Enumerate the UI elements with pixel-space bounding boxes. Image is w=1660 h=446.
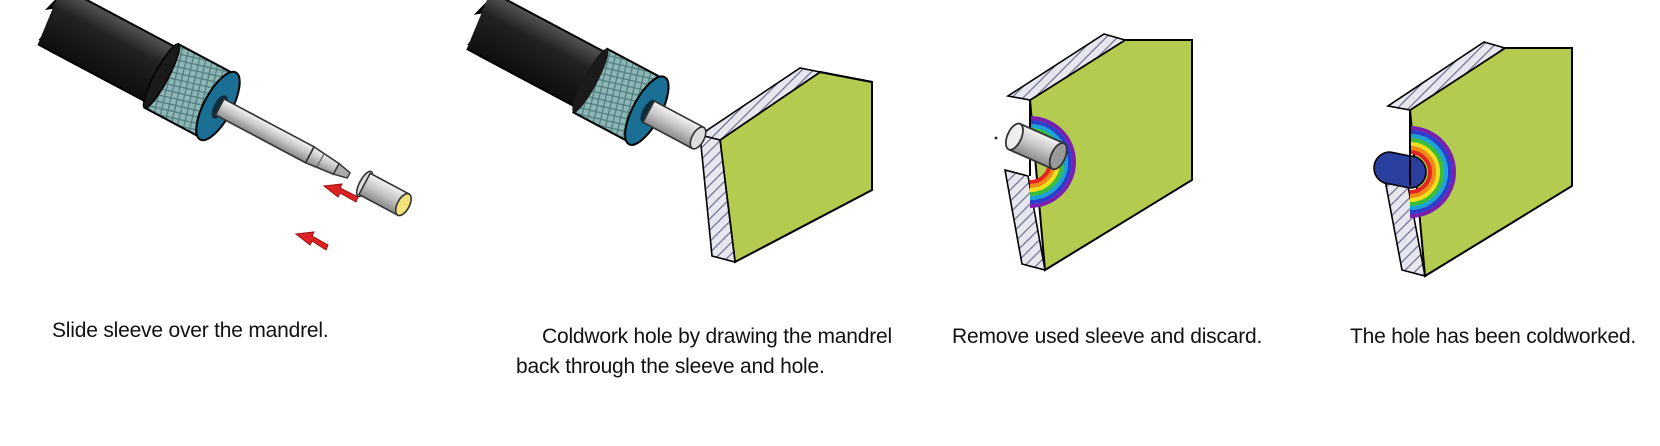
step3-illustration — [994, 33, 1193, 272]
step4-illustration — [1373, 41, 1573, 278]
arrow-icon — [294, 183, 359, 251]
step3-panel: Remove used sleeve and discard. — [952, 33, 1263, 348]
coldworked-bore-icon — [1373, 151, 1427, 189]
step4-caption: The hole has been coldworked. — [1350, 325, 1637, 348]
step2-caption: Coldwork hole by drawing the mandrel bac… — [516, 325, 892, 378]
step1-illustration — [35, 0, 412, 251]
sleeve-icon — [355, 170, 412, 217]
step2-panel: Coldwork hole by drawing the mandrel bac… — [464, 0, 892, 378]
step3-caption: Remove used sleeve and discard. — [952, 325, 1263, 348]
step2-illustration — [464, 0, 873, 264]
stress-zone-icon — [1409, 126, 1456, 218]
workpiece-plate-icon — [1373, 41, 1573, 278]
workpiece-plate-icon — [698, 67, 873, 264]
step1-caption: Slide sleeve over the mandrel. — [52, 319, 329, 342]
sleeve-icon — [1004, 122, 1068, 171]
step1-panel: Slide sleeve over the mandrel. — [0, 0, 470, 446]
